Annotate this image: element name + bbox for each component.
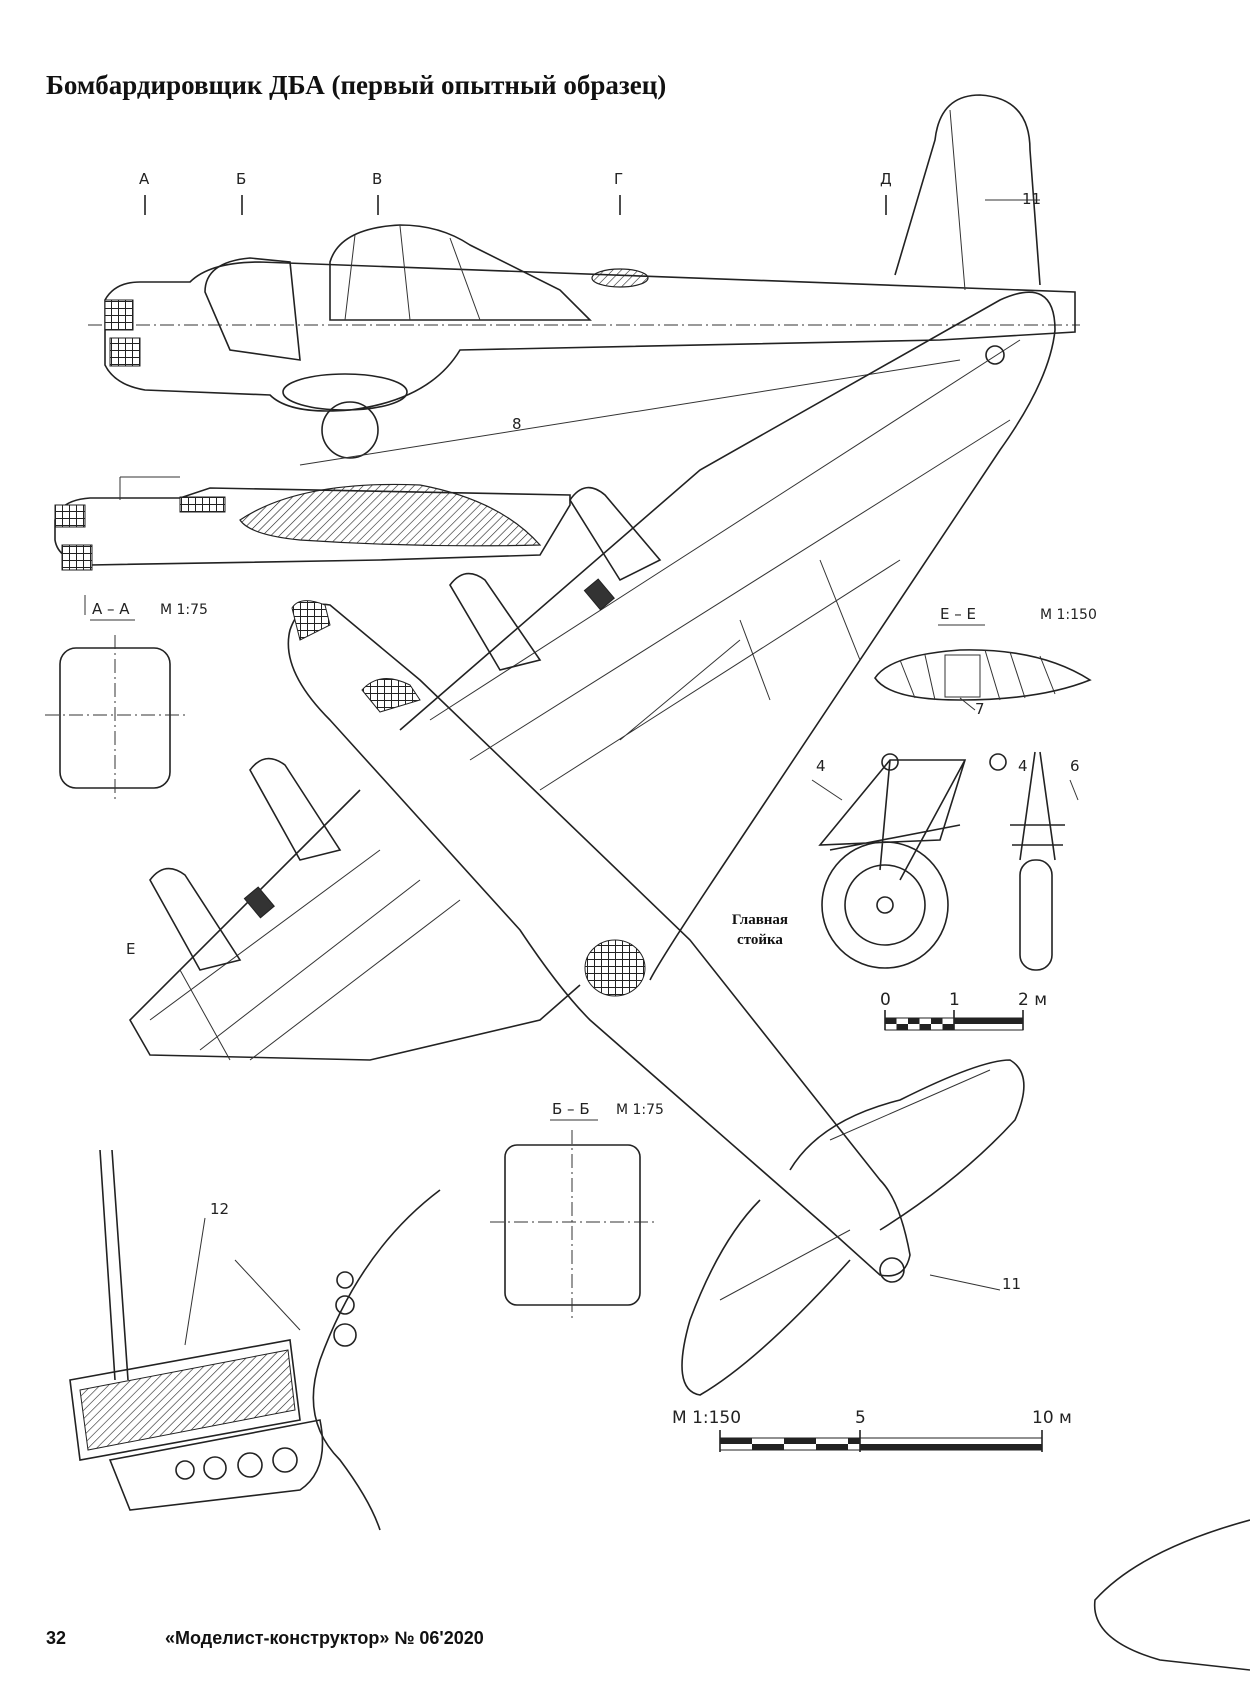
- plan-engine-1: [569, 486, 662, 582]
- callout-8: 8: [512, 415, 522, 433]
- side-canopy: [329, 224, 592, 321]
- main-gear-detail: [811, 751, 1079, 971]
- side-nose-glazing: [104, 299, 134, 331]
- section-e-marker: Е: [126, 940, 136, 958]
- section-aa-scale: М 1:75: [160, 602, 208, 618]
- scale-bar-large: [719, 1430, 1043, 1452]
- magazine-credit: «Моделист-конструктор» № 06'2020: [165, 1628, 484, 1648]
- plan-tail-turret: [879, 1257, 905, 1283]
- section-ee: [874, 624, 1092, 711]
- plan-engine-3: [249, 757, 342, 861]
- scale-bar-small: [884, 1010, 1024, 1031]
- scale-large-name: М 1:150: [672, 1408, 742, 1428]
- bomb-bay-grating: [79, 1349, 296, 1451]
- section-bb: [490, 1119, 655, 1320]
- page-number: 32: [46, 1628, 67, 1648]
- side-nacelle: [204, 257, 301, 361]
- callout-11-bottom: 11: [1002, 1275, 1022, 1293]
- plan-turret-glazing: [584, 939, 646, 997]
- section-marker-v: В: [372, 170, 383, 188]
- bomb-bay-detail: [69, 1149, 441, 1531]
- section-marker-b: Б: [236, 170, 247, 188]
- section-ee-name: Е – Е: [940, 605, 976, 623]
- plan-engine-2: [449, 572, 542, 671]
- callout-4-front: 4: [1018, 757, 1028, 775]
- plan-tailplane: [681, 1059, 1025, 1396]
- bomb-bay-frame: [69, 1339, 301, 1461]
- scale-large-10: 10 м: [1032, 1408, 1072, 1428]
- section-marker-d: Д: [880, 170, 892, 188]
- side-wheel-fairing: [282, 373, 408, 411]
- callout-6: 6: [1070, 757, 1080, 775]
- section-aa-name: А – А: [92, 600, 130, 618]
- callout-7: 7: [975, 700, 985, 718]
- page-title: Бомбардировщик ДБА (первый опытный образ…: [46, 70, 667, 100]
- gear-struts-front: [1010, 751, 1065, 861]
- side-view: [88, 94, 1080, 466]
- wing-root-airfoil: [239, 483, 542, 547]
- callout-12: 12: [210, 1200, 230, 1218]
- gear-wheel-front: [1019, 859, 1053, 971]
- scale-small-1: 1: [949, 990, 960, 1010]
- section-ee-airfoil: [874, 649, 1092, 701]
- plan-view: [129, 291, 1056, 1396]
- plan-fuselage: [287, 603, 911, 1277]
- side-hatch-fairing: [591, 268, 649, 288]
- gear-struts-side: [818, 759, 967, 881]
- scale-large-5: 5: [855, 1408, 866, 1428]
- callout-4-side: 4: [816, 757, 826, 775]
- side-view-section: [54, 476, 571, 615]
- plan-wing-left: [129, 789, 581, 1061]
- gear-wheel-side: [821, 841, 949, 969]
- plan-wing-right: [399, 291, 1056, 981]
- section-marker-a: А: [139, 170, 150, 188]
- plan-engine-4: [149, 867, 242, 971]
- scale-small-0: 0: [880, 990, 891, 1010]
- tail-wheel: [985, 345, 1005, 365]
- main-gear-label: Главная стойка: [731, 912, 789, 948]
- side-wheel: [321, 401, 379, 459]
- section-aa: [45, 619, 185, 800]
- section-marker-g: Г: [614, 170, 624, 188]
- partial-edge-view: [1093, 1519, 1250, 1671]
- callout-11-top: 11: [1022, 190, 1042, 208]
- section-ee-scale: М 1:150: [1040, 607, 1097, 623]
- section-bb-name: Б – Б: [552, 1100, 590, 1118]
- scale-small-2: 2 м: [1018, 990, 1048, 1010]
- side-fin: [894, 94, 1041, 286]
- section-bb-scale: М 1:75: [616, 1102, 664, 1118]
- side-fuselage: [104, 261, 1076, 412]
